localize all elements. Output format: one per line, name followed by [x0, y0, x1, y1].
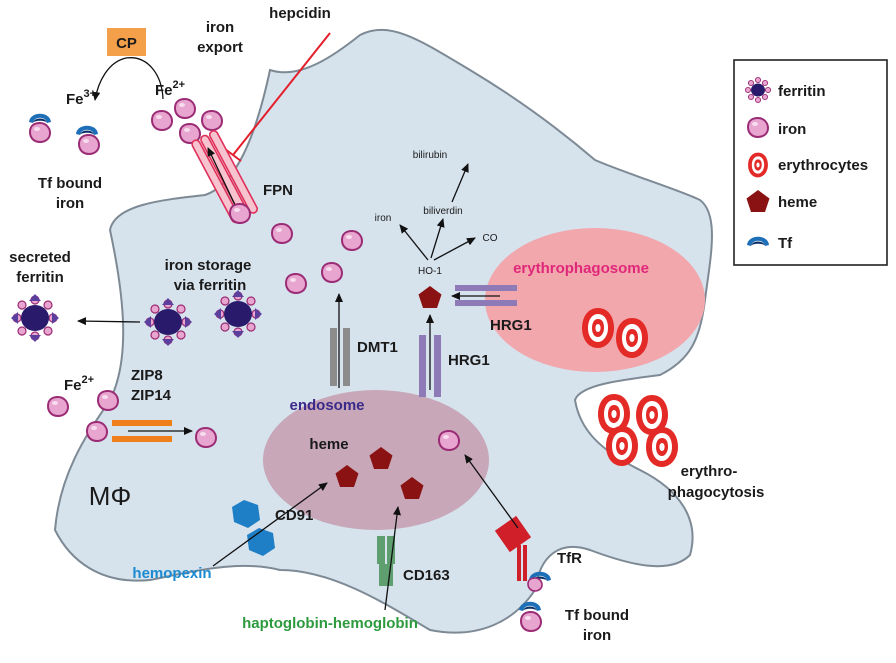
biliverdin-to-bilirubin-arrow — [451, 163, 469, 203]
zip-transporter — [112, 420, 172, 442]
erythrocyte-icon — [748, 152, 768, 178]
zip8-label: ZIP8 — [131, 367, 163, 384]
hepcidin-inhibition-line — [232, 32, 331, 156]
erythrocyte-icon — [606, 426, 638, 466]
tfr-label: TfR — [557, 550, 582, 567]
iron-icon — [47, 396, 69, 417]
ho1-to-iron-arrow — [399, 224, 429, 261]
erythrocyte-icon — [646, 427, 678, 467]
iron-icon — [97, 390, 119, 411]
cp-oxidation-arrow — [92, 57, 164, 101]
tfr-endocytosis-arrow — [464, 454, 519, 529]
erythrocyte-icon — [582, 308, 614, 348]
iron-storage-line1: iron storage — [165, 257, 252, 274]
hemopexin-label: hemopexin — [132, 565, 211, 582]
hrg1-transporter — [455, 285, 517, 306]
secreted-ferritin-icon — [10, 293, 60, 343]
dmt1-label: DMT1 — [357, 339, 398, 356]
secreted-ferritin-line2: ferritin — [16, 269, 64, 286]
ceruloplasmin-box — [107, 28, 146, 56]
iron-icon — [747, 117, 769, 138]
haptoglobin-label: haptoglobin-hemoglobin — [242, 615, 418, 632]
ferritin-secretion-arrow — [77, 317, 141, 326]
fe2-left-label: Fe2+ — [64, 374, 94, 394]
zip14-label: ZIP14 — [131, 387, 172, 404]
erythrophagosome — [485, 228, 705, 372]
hrg1-right-label: HRG1 — [490, 317, 532, 334]
iron-icon — [195, 427, 217, 448]
tf-bound-top-line2: iron — [56, 195, 84, 212]
erythrophagosome-label: erythrophagosome — [513, 260, 649, 277]
iron-icon — [438, 430, 460, 451]
iron-icon — [321, 262, 343, 283]
hrg1-mid-label: HRG1 — [448, 352, 490, 369]
hepcidin-label: hepcidin — [269, 5, 331, 22]
erythrocyte-icon — [616, 318, 648, 358]
transferrin-receptor — [494, 515, 532, 581]
fe3-label: Fe3+ — [66, 88, 96, 108]
iron-icon — [201, 110, 223, 131]
heme-label: heme — [309, 436, 348, 453]
tf-icon — [29, 113, 51, 123]
legend-heme: heme — [778, 194, 817, 211]
fpn-export-arrow — [207, 147, 236, 206]
legend-iron: iron — [778, 121, 806, 138]
tf-bound-top-line1: Tf bound — [38, 175, 102, 192]
hrg1-transporter-endosome — [419, 335, 441, 397]
haptoglobin-uptake-arrow — [384, 506, 401, 611]
iron-storage-line2: via ferritin — [174, 277, 247, 294]
iron-icon — [271, 223, 293, 244]
iron-icon — [341, 230, 363, 251]
iron-icon — [78, 134, 100, 155]
iron-icon — [151, 110, 173, 131]
ho1-label: HO-1 — [418, 266, 442, 277]
legend-erythrocytes: erythrocytes — [778, 157, 868, 174]
legend-tf: Tf — [778, 235, 793, 252]
cd91-receptor — [232, 500, 275, 556]
fpn-label: FPN — [263, 182, 293, 199]
macrophage-label: MΦ — [89, 481, 131, 511]
ho1-to-biliverdin-arrow — [430, 218, 445, 259]
tf-bound-bottom-line2: iron — [583, 627, 611, 644]
biliverdin-label: biliverdin — [423, 206, 462, 217]
iron-export-line1: iron — [206, 19, 234, 36]
tf-icon — [76, 125, 98, 135]
legend-ferritin: ferritin — [778, 83, 826, 100]
iron-product-label: iron — [375, 213, 392, 224]
cd163-label: CD163 — [403, 567, 450, 584]
iron-icon — [527, 577, 543, 592]
iron-icon — [229, 203, 251, 224]
hemopexin-uptake-arrow — [212, 482, 328, 567]
ferritin-icon — [744, 76, 772, 104]
iron-icon — [29, 122, 51, 143]
bilirubin-label: bilirubin — [413, 150, 447, 161]
legend: ferritin iron erythrocytes heme Tf — [733, 59, 888, 266]
iron-icon — [520, 611, 542, 632]
iron-icon — [285, 273, 307, 294]
cd91-label: CD91 — [275, 507, 313, 524]
dmt1-transporter — [330, 328, 350, 386]
secreted-ferritin-line1: secreted — [9, 249, 71, 266]
fe2-top-label: Fe2+ — [155, 79, 185, 99]
cp-label: CP — [116, 35, 137, 52]
erythrophagocytosis-line2: phagocytosis — [668, 484, 765, 501]
endosome-label: endosome — [289, 397, 364, 414]
co-label: CO — [483, 233, 498, 244]
iron-icon — [174, 98, 196, 119]
iron-icon — [86, 421, 108, 442]
iron-export-line2: export — [197, 39, 243, 56]
erythrophagocytosis-line1: erythro- — [681, 463, 738, 480]
ho1-to-co-arrow — [433, 237, 476, 261]
tf-bound-bottom-line1: Tf bound — [565, 607, 629, 624]
